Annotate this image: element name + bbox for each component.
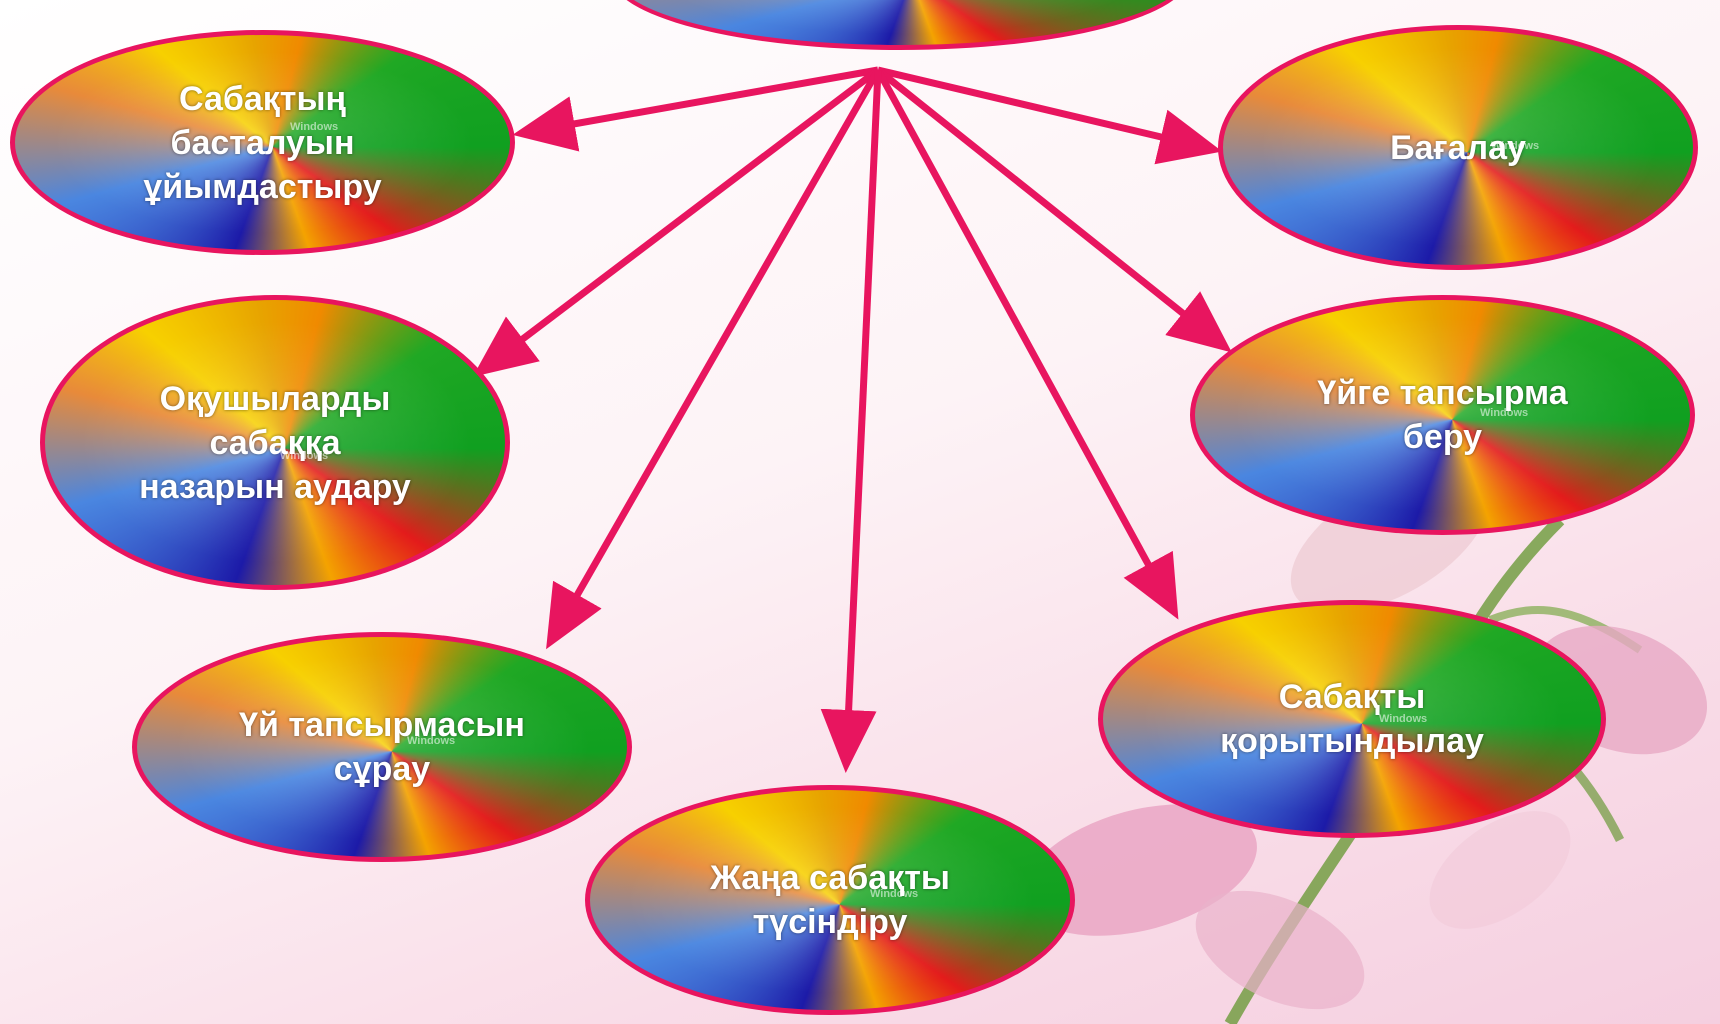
node-ask-homework: Үй тапсырмасын сұрау Windows	[132, 632, 632, 862]
node-grading-label: Бағалау	[1390, 128, 1526, 167]
node-grading: Бағалау Windows	[1218, 25, 1698, 270]
arrow-to-explain	[820, 69, 882, 773]
node-attention-label: Оқушыларды сабаққа назарын аудару	[139, 379, 411, 506]
node-ask-homework-label: Үй тапсырмасын сұрау	[239, 706, 525, 788]
node-summarize-label: Сабақты қорытындылау	[1220, 678, 1484, 760]
arrow-to-organize	[512, 66, 879, 152]
arrow-to-ask-homework	[546, 68, 882, 650]
node-organize: Сабақтың басталуын ұйымдастыру Windows	[10, 30, 515, 255]
arrow-to-grading	[877, 66, 1223, 165]
node-homework-label: Үйге тапсырма беру	[1317, 374, 1568, 456]
node-homework: Үйге тапсырма беру Windows	[1190, 295, 1695, 535]
arrow-to-attention	[472, 67, 881, 377]
arrow-to-homework	[875, 67, 1232, 353]
node-explain: Жаңа сабақты түсіндіру Windows	[585, 785, 1075, 1015]
node-organize-label: Сабақтың басталуын ұйымдастыру	[143, 79, 382, 206]
arrow-to-summarize	[874, 68, 1179, 620]
node-explain-label: Жаңа сабақты түсіндіру	[710, 859, 950, 941]
node-attention: Оқушыларды сабаққа назарын аудару Window…	[40, 295, 510, 590]
node-summarize: Сабақты қорытындылау Windows	[1098, 600, 1606, 838]
